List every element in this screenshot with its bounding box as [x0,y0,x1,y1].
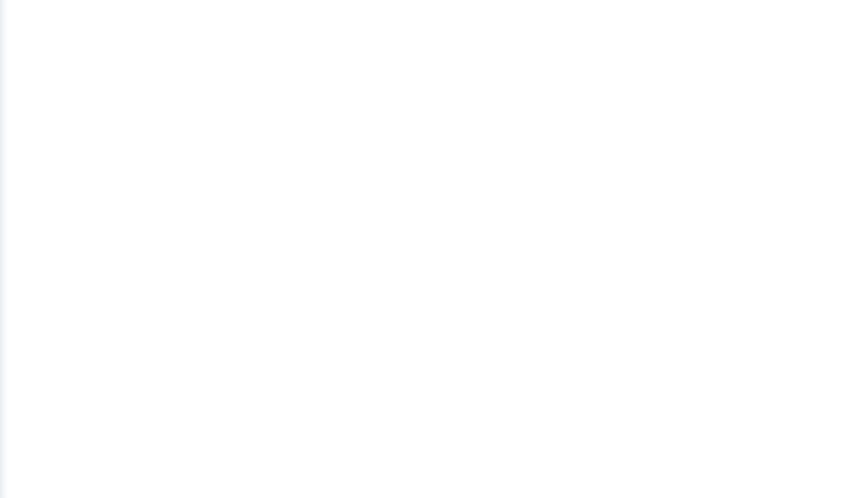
left-edge-gutter [0,0,8,498]
